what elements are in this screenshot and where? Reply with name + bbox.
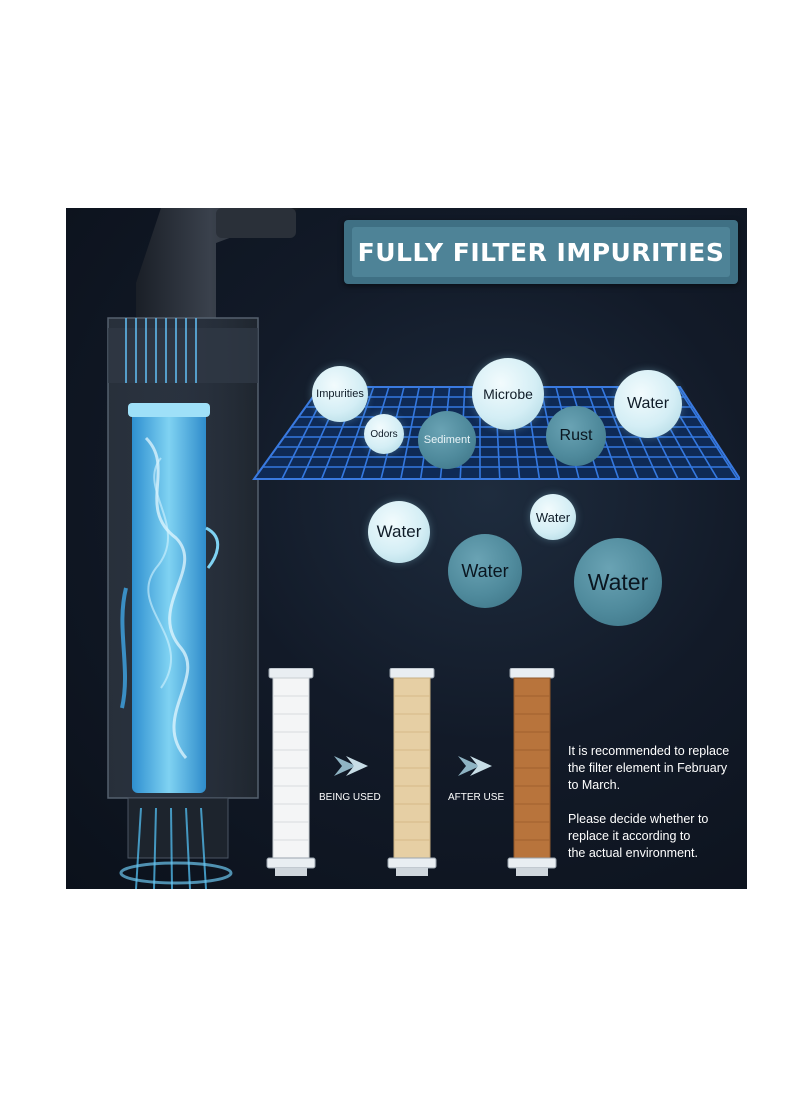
bubble-water-3: Water bbox=[448, 534, 522, 608]
bubble-sediment: Sediment bbox=[418, 411, 476, 469]
note-line: replace it according to bbox=[568, 829, 691, 843]
stage-after-use-label: AFTER USE bbox=[448, 792, 505, 803]
bubble-water-1: Water bbox=[368, 501, 430, 563]
bubble-water-4-label: Water bbox=[587, 568, 649, 595]
bubble-rust-label: Rust bbox=[559, 427, 593, 444]
note-line: to March. bbox=[568, 778, 621, 792]
bubble-water-2: Water bbox=[530, 494, 576, 540]
replacement-note: It is recommended to replace the filter … bbox=[568, 743, 744, 862]
bubble-odors-label: Odors bbox=[370, 428, 398, 440]
bubble-rust: Rust bbox=[546, 406, 606, 466]
title-banner: FULLY FILTER IMPURITIES bbox=[344, 220, 738, 284]
stage-being-used-label: BEING USED bbox=[319, 792, 381, 803]
bubble-water-3-label: Water bbox=[461, 560, 509, 581]
bubble-water-top: Water bbox=[614, 370, 682, 438]
bubble-microbe-label: Microbe bbox=[483, 386, 533, 402]
note-line: the actual environment. bbox=[568, 846, 698, 860]
bubble-odors: Odors bbox=[364, 414, 404, 454]
note-line: It is recommended to replace bbox=[568, 744, 730, 758]
bubble-sediment-label: Sediment bbox=[423, 434, 471, 446]
bubble-water-top-label: Water bbox=[626, 395, 670, 412]
arrow-right-icon bbox=[334, 756, 368, 776]
bubble-impurities: Impurities bbox=[312, 366, 368, 422]
arrow-right-icon bbox=[458, 756, 492, 776]
bubble-water-4: Water bbox=[574, 538, 662, 626]
cartridge-after-use bbox=[507, 668, 557, 876]
product-infographic: FULLY FILTER IMPURITIES bbox=[66, 208, 747, 889]
page-title: FULLY FILTER IMPURITIES bbox=[352, 227, 730, 277]
bubble-microbe: Microbe bbox=[472, 358, 544, 430]
cartridge-new bbox=[266, 668, 316, 876]
cartridge-being-used bbox=[387, 668, 437, 876]
bubble-water-1-label: Water bbox=[376, 522, 422, 541]
bubble-water-2-label: Water bbox=[535, 509, 571, 525]
note-line: the filter element in February bbox=[568, 761, 728, 775]
shower-filter-illustration bbox=[107, 208, 301, 889]
note-line: Please decide whether to bbox=[568, 812, 709, 826]
bubble-impurities-label: Impurities bbox=[316, 388, 364, 400]
